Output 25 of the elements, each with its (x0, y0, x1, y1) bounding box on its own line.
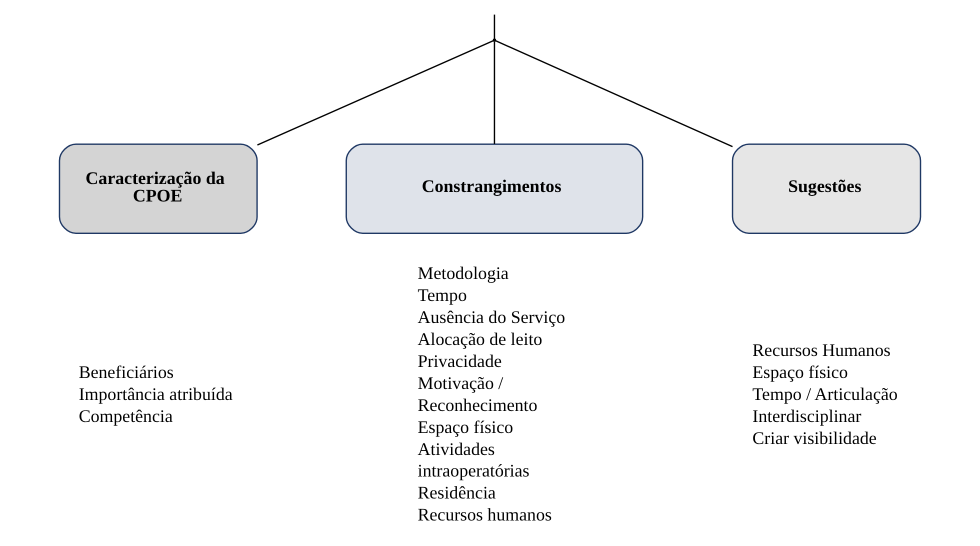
node-box: Sugestões (732, 143, 922, 234)
node-label: Espaço físico (752, 362, 848, 382)
node-label: Recursos humanos (418, 504, 552, 525)
connector (495, 40, 733, 148)
node-label: Residência (418, 482, 496, 503)
node-label: Tempo (418, 285, 467, 306)
node-box: Constrangimentos (346, 143, 644, 234)
node-label: Importância atribuída (78, 384, 233, 404)
node-label: Metodologia (418, 263, 509, 284)
connector (494, 42, 496, 144)
node-label: Competência (78, 406, 173, 426)
node-label: Beneficiários (78, 362, 174, 382)
node-label: Privacidade (418, 350, 502, 371)
node-label: Motivação / Reconhecimento (418, 372, 538, 415)
node-label: Ausência do Serviço (418, 307, 566, 328)
node-point (492, 38, 496, 42)
connector (257, 40, 494, 146)
node-label: Espaço físico (418, 416, 514, 437)
node-label: Criar visibilidade (752, 428, 877, 448)
node-label: Recursos Humanos (752, 340, 891, 360)
node-box: Caracterização da CPOE (58, 143, 258, 234)
connector (494, 14, 496, 40)
node-label: Atividades intraoperatórias (418, 438, 530, 481)
node-label: Alocação de leito (418, 329, 542, 350)
node-label: Tempo / Articulação Interdisciplinar (752, 384, 898, 426)
